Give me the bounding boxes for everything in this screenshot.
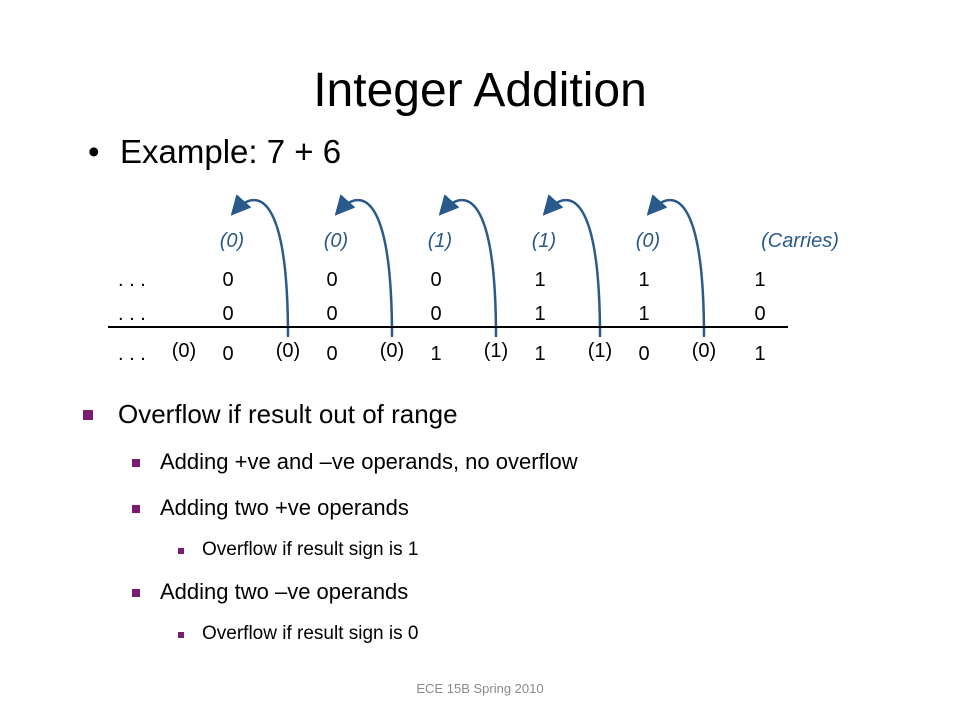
- carry-label-2: (0): [324, 230, 348, 252]
- carry-arrow-5: [646, 194, 706, 338]
- carry-arrow-2: [334, 194, 394, 338]
- operand-a-bit: 0: [430, 269, 441, 291]
- operand-a-bit: 1: [638, 269, 649, 291]
- bullet-square: [132, 459, 140, 467]
- sum-bit: 0: [222, 343, 233, 365]
- sum-bit: 1: [754, 343, 765, 365]
- bullet-overflow-text: Overflow if result out of range: [118, 399, 458, 429]
- sum-bit: 0: [638, 343, 649, 365]
- binary-addition-diagram: (0) (0) (1) (1) (0) (Carries) . . . . . …: [108, 194, 839, 365]
- operand-a-bit: 1: [754, 269, 765, 291]
- bullet-dot: •: [88, 133, 100, 170]
- bullet-two-neg: Adding two –ve operands: [132, 577, 409, 607]
- bullet-two-pos-sub-text: Overflow if result sign is 1: [202, 539, 419, 560]
- operand-a-bit: 1: [534, 269, 545, 291]
- slide-footer: ECE 15B Spring 2010: [416, 681, 544, 696]
- bullet-two-neg-sub-text: Overflow if result sign is 0: [202, 623, 419, 644]
- operand-b-bit: 0: [222, 303, 233, 325]
- operand-a-bit: 0: [326, 269, 337, 291]
- sum-carry: (0): [692, 340, 716, 362]
- carries-label: (Carries): [761, 230, 839, 252]
- slide-title: Integer Addition: [313, 64, 647, 117]
- bullet-two-pos: Adding two +ve operands: [132, 493, 409, 523]
- operand-b-bit: 0: [754, 303, 765, 325]
- bullet-square: [132, 505, 140, 513]
- bullet-two-pos-text: Adding two +ve operands: [160, 495, 409, 520]
- sum-carry: (0): [380, 340, 404, 362]
- bullet-square: [132, 589, 140, 597]
- bullet-overflow: Overflow if result out of range: [83, 397, 458, 431]
- carry-label-4: (1): [532, 230, 556, 252]
- sum-carry: (0): [276, 340, 300, 362]
- bullet-square: [83, 410, 93, 420]
- carry-arrow-3: [438, 194, 498, 338]
- bullet-two-neg-text: Adding two –ve operands: [160, 579, 409, 604]
- operand-a-bit: 0: [222, 269, 233, 291]
- carry-label-3: (1): [428, 230, 452, 252]
- bullet-square: [178, 632, 184, 638]
- bullet-mixed: Adding +ve and –ve operands, no overflow: [132, 447, 578, 477]
- operand-b-bit: 0: [326, 303, 337, 325]
- bullet-two-neg-sub: Overflow if result sign is 0: [178, 621, 419, 647]
- carry-label-1: (0): [220, 230, 244, 252]
- sum-bit: 1: [430, 343, 441, 365]
- example-text: Example: 7 + 6: [120, 133, 342, 170]
- sum-bit: 0: [326, 343, 337, 365]
- bullet-two-pos-sub: Overflow if result sign is 1: [178, 537, 419, 563]
- bullet-mixed-text: Adding +ve and –ve operands, no overflow: [160, 449, 578, 474]
- sum-bit: 1: [534, 343, 545, 365]
- row-prefix-sum: . . .: [118, 343, 146, 365]
- bullet-square: [178, 548, 184, 554]
- sum-carry: (1): [588, 340, 612, 362]
- row-prefix-b: . . .: [118, 303, 146, 325]
- sum-carry: (0): [172, 340, 196, 362]
- row-prefix-a: . . .: [118, 269, 146, 291]
- sum-carry: (1): [484, 340, 508, 362]
- carry-arrow-1: [230, 194, 290, 338]
- operand-b-bit: 1: [638, 303, 649, 325]
- operand-b-bit: 1: [534, 303, 545, 325]
- carry-arrow-4: [542, 194, 602, 338]
- carry-label-5: (0): [636, 230, 660, 252]
- operand-b-bit: 0: [430, 303, 441, 325]
